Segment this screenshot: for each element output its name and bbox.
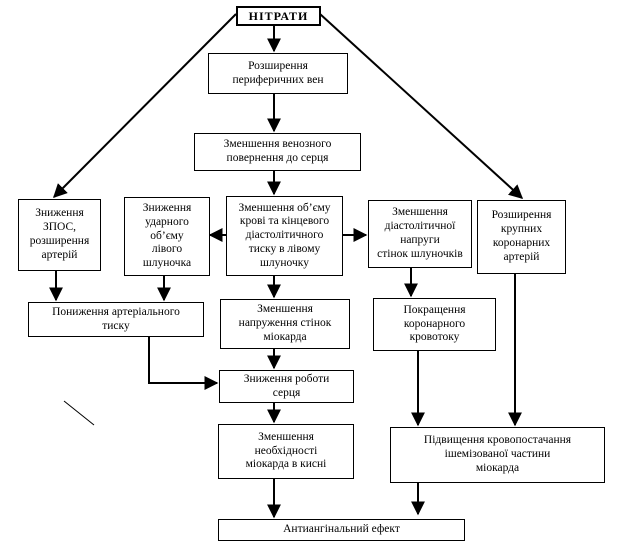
node-arterial-pressure: Пониження артеріального тиску xyxy=(28,302,204,337)
node-stroke-volume: Зниження ударного об’єму лівого шлуночка xyxy=(124,197,210,276)
node-diastolic-tension: Зменшення діастолітичної напруги стінок … xyxy=(368,200,472,268)
node-wall-tension: Зменшення напруження стінок міокарда xyxy=(220,299,350,349)
node-volume-pressure: Зменшення об’єму крові та кінцевого діас… xyxy=(226,196,343,276)
stray-line xyxy=(63,400,95,426)
arrow-nitrates-to-coronary xyxy=(319,13,524,199)
node-peripheral-veins: Розширення периферичних вен xyxy=(208,53,348,94)
node-coronary-flow: Покращення коронарного кровотоку xyxy=(373,298,496,351)
node-ischemic-supply: Підвищення кровопостачання ішемізованої … xyxy=(390,427,605,483)
arrow-pressure-to-heartwork xyxy=(148,337,219,390)
node-coronary-arteries: Розширення крупних коронарних артерій xyxy=(477,200,566,274)
node-oxygen-demand: Зменшення необхідності міокарда в кисні xyxy=(218,424,354,479)
node-venous-return: Зменшення венозного повернення до серця xyxy=(194,133,361,171)
arrow-nitrates-to-opss xyxy=(53,13,237,198)
node-heart-work: Зниження роботи серця xyxy=(219,370,354,403)
node-nitrates: НІТРАТИ xyxy=(236,6,321,26)
node-antianginal: Антиангінальний ефект xyxy=(218,519,465,541)
node-opss: Зниження ЗПОС, розширення артерій xyxy=(18,199,101,271)
